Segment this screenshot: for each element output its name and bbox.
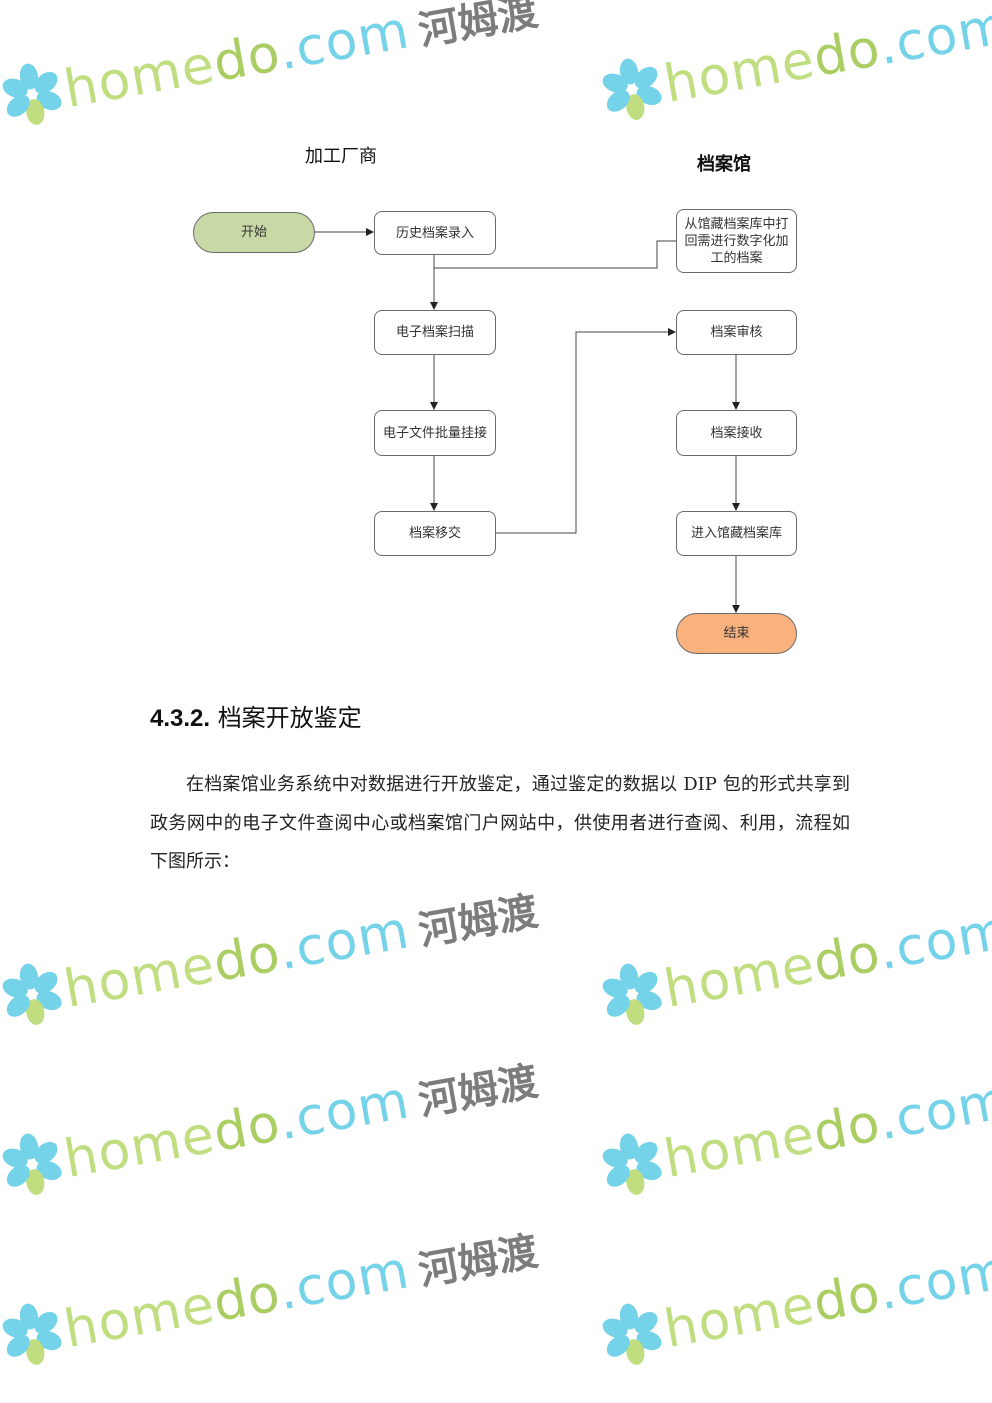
- node-transfer: 档案移交: [374, 511, 496, 556]
- flower-logo-icon: [594, 956, 671, 1036]
- flower-logo-icon: [594, 1296, 671, 1376]
- node-receive: 档案接收: [676, 410, 797, 456]
- watermark-cn: 河姆渡: [415, 1058, 542, 1125]
- watermark-text: homedo.com: [59, 1240, 414, 1361]
- section-title: 档案开放鉴定: [217, 704, 362, 732]
- line-retrieve-join: [434, 240, 676, 269]
- watermark-text: homedo.com: [659, 900, 992, 1021]
- node-store: 进入馆藏档案库: [676, 511, 797, 556]
- flower-logo-icon: [0, 1296, 71, 1376]
- arrow-transfer-review: [495, 328, 676, 534]
- flower-logo-icon: [0, 1126, 71, 1206]
- node-review: 档案审核: [676, 310, 797, 355]
- flower-logo-icon: [0, 956, 71, 1036]
- node-start: 开始: [193, 212, 315, 253]
- watermark-text: homedo.com: [659, 1070, 992, 1191]
- section-paragraph: 在档案馆业务系统中对数据进行开放鉴定，通过鉴定的数据以 DIP 包的形式共享到政…: [150, 774, 850, 872]
- node-retrieve: 从馆藏档案库中打回需进行数字化加工的档案: [676, 209, 797, 273]
- watermark-text: homedo.com: [59, 1070, 414, 1191]
- flower-logo-icon: [594, 1126, 671, 1206]
- lane-label-vendor: 加工厂商: [305, 146, 377, 167]
- watermark-text: homedo.com: [59, 900, 414, 1021]
- node-end: 结束: [676, 613, 797, 654]
- lane-label-archive: 档案馆: [697, 154, 751, 175]
- watermark-text: homedo.com: [659, 1240, 992, 1361]
- section-number: 4.3.2.: [150, 705, 211, 732]
- node-batch-link: 电子文件批量挂接: [374, 410, 496, 456]
- watermark-cn: 河姆渡: [415, 1228, 542, 1295]
- node-scan: 电子档案扫描: [374, 310, 496, 355]
- watermark-cn: 河姆渡: [415, 888, 542, 955]
- node-history-entry: 历史档案录入: [374, 211, 496, 255]
- flowchart-connectors: [314, 228, 740, 613]
- section-heading: 4.3.2. 档案开放鉴定: [150, 698, 362, 733]
